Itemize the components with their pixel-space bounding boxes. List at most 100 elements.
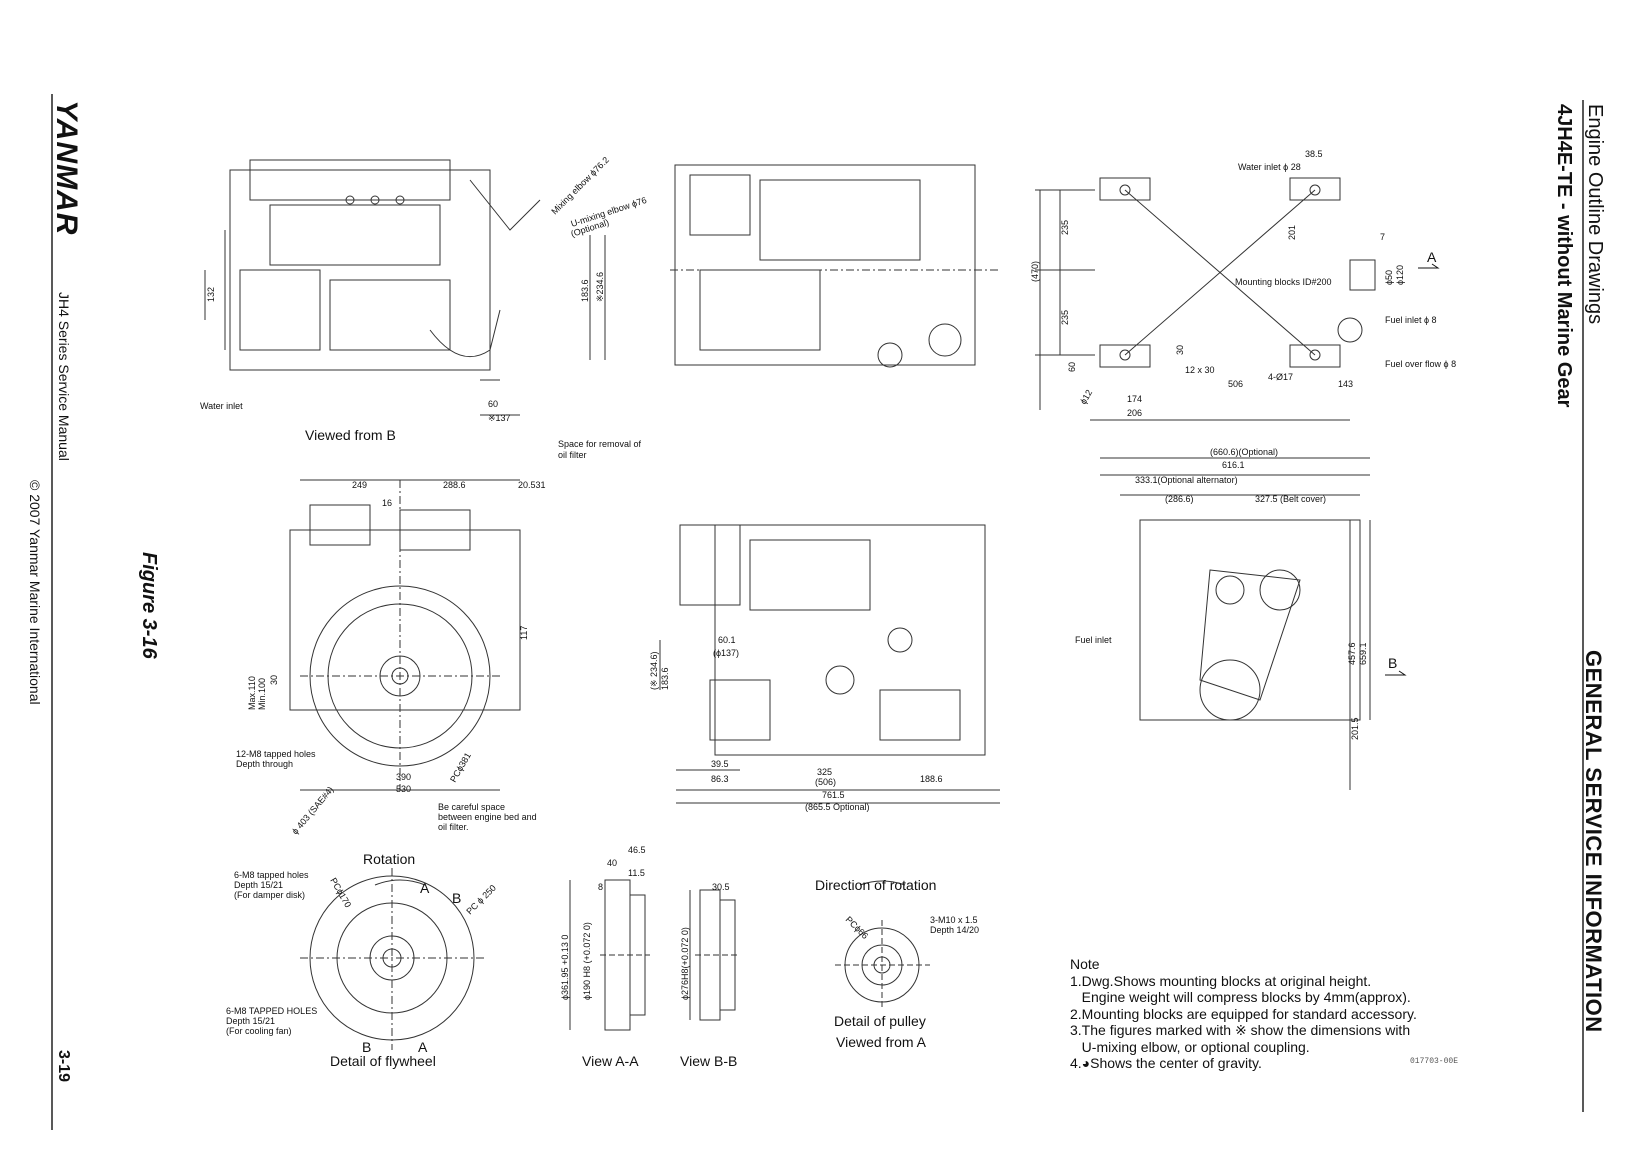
dim-16: 16	[382, 498, 392, 508]
dim-530: 530	[396, 784, 411, 794]
dim-phi361: ϕ361.95 +0.13 0	[560, 935, 570, 1000]
dim-phi137: (ϕ137)	[713, 648, 739, 658]
label-12m8-tapped: 12-M8 tapped holes	[236, 749, 316, 759]
view-aa	[569, 879, 650, 1031]
dim-86-3: 86.3	[711, 774, 729, 784]
dim-143: 143	[1338, 379, 1353, 389]
label-water-inlet-28: Water inlet ϕ 28	[1238, 162, 1301, 172]
caption-rotation: Rotation	[363, 851, 415, 867]
dim-660-6: (660.6)(Optional)	[1210, 447, 1278, 457]
pulley-detail	[835, 880, 930, 1010]
label-careful-3: oil filter.	[438, 822, 469, 832]
dim-4-17: 4-Ø17	[1268, 372, 1293, 382]
label-fuel-overflow: Fuel over flow ϕ 8	[1385, 359, 1456, 369]
dim-201: 201	[1287, 225, 1297, 240]
dim-phi50: ϕ50	[1384, 270, 1394, 285]
dim-234-6-b: (※ 234.6)	[649, 651, 659, 690]
dim-46-5: 46.5	[628, 845, 646, 855]
dim-201-5: 201.5	[1350, 717, 1360, 740]
dim-183-6-b: 183.6	[660, 667, 670, 690]
dim-457-6: 457.6	[1347, 642, 1357, 665]
arrow-a-label: A	[1427, 249, 1437, 265]
dim-235-bottom: 235	[1060, 310, 1070, 325]
label-flywheel-a: A	[420, 880, 430, 896]
label-fuel-inlet: Fuel inlet	[1075, 635, 1112, 645]
dim-616-1: 616.1	[1222, 460, 1245, 470]
label-space-removal: Space for removal of	[558, 439, 642, 449]
label-pc250: PC ϕ 250	[464, 883, 498, 917]
dim-234-6: ※234.6	[595, 272, 605, 302]
dim-60-b: 60	[1067, 362, 1077, 372]
dim-333-1: 333.1(Optional alternator)	[1135, 475, 1238, 485]
dim-phi120: ϕ120	[1395, 265, 1405, 285]
notes-block: Note 1.Dwg.Shows mounting blocks at orig…	[1070, 956, 1417, 1072]
dim-max110: Max.110	[247, 676, 257, 710]
note-line-1: 1.Dwg.Shows mounting blocks at original …	[1070, 972, 1372, 989]
dim-20-531: 20.531	[518, 480, 546, 490]
caption-viewed-from-b: Viewed from B	[305, 427, 396, 443]
dim-12x30: 12 x 30	[1185, 365, 1215, 375]
dim-30-b: 30	[269, 675, 279, 685]
dim-phi12: ϕ12	[1078, 388, 1094, 406]
label-water-inlet: Water inlet	[200, 401, 243, 411]
dim-174: 174	[1127, 394, 1142, 404]
dim-min100: Min.100	[257, 678, 267, 710]
dim-137: ※137	[488, 413, 511, 423]
label-flywheel-b2: B	[362, 1039, 371, 1055]
rear-view-flywheel	[289, 479, 521, 791]
dim-39-5: 39.5	[711, 759, 729, 769]
dim-7: 7	[1380, 232, 1385, 242]
label-mixing-elbow: Mixing elbow ϕ76.2	[549, 155, 611, 217]
dim-235-top: 235	[1060, 220, 1070, 235]
label-6m8-tapped-a: 6-M8 tapped holes	[234, 870, 309, 880]
dim-506: 506	[1228, 379, 1243, 389]
dim-206: 206	[1127, 408, 1142, 418]
dim-8: 8	[598, 882, 603, 892]
dim-phi403: ϕ 403 (SAE#4)	[290, 785, 336, 837]
mounting-plan-view	[1035, 177, 1376, 421]
label-depth-through: Depth through	[236, 759, 293, 769]
label-flywheel-b: B	[452, 890, 461, 906]
dim-325: 325	[817, 767, 832, 777]
note-line-2: Engine weight will compress blocks by 4m…	[1070, 989, 1411, 1005]
caption-view-aa: View A-A	[582, 1053, 639, 1069]
label-damper: (For damper disk)	[234, 890, 305, 900]
label-depth-1521-b: Depth 15/21	[226, 1016, 275, 1026]
dim-60-1: 60.1	[718, 635, 736, 645]
side-view	[659, 524, 1000, 804]
dim-40: 40	[607, 858, 617, 868]
note-line-5: U-mixing elbow, or optional coupling.	[1070, 1038, 1310, 1055]
label-depth-1420: Depth 14/20	[930, 925, 979, 935]
dim-506-b: (506)	[815, 777, 836, 787]
caption-view-bb: View B-B	[680, 1053, 737, 1069]
dim-60: 60	[488, 399, 498, 409]
front-view	[1100, 457, 1371, 790]
dim-470: (470)	[1030, 261, 1040, 282]
dim-659-1: 659.1	[1358, 642, 1368, 665]
dim-286-6: (286.6)	[1165, 494, 1194, 504]
caption-viewed-from-a: Viewed from A	[836, 1034, 927, 1050]
dim-249: 249	[352, 480, 367, 490]
dim-phi190: ϕ190 H8 (+0.072 0)	[582, 922, 592, 1000]
label-6m8-tapped-b: 6-M8 TAPPED HOLES	[226, 1006, 317, 1016]
dim-phi276: ϕ276H8(+0.072 0)	[680, 927, 690, 1000]
label-pc66: PCϕ66	[844, 914, 871, 941]
label-oil-filter: oil filter	[558, 450, 587, 460]
note-line-6: 4.◕Shows the center of gravity.	[1070, 1055, 1262, 1071]
arrow-b-label: B	[1388, 655, 1397, 671]
dim-390: 390	[396, 772, 411, 782]
dim-188-6: 188.6	[920, 774, 943, 784]
label-cooling-fan: (For cooling fan)	[226, 1026, 292, 1036]
dim-38-5: 38.5	[1305, 149, 1323, 159]
label-careful-2: between engine bed and	[438, 812, 537, 822]
notes-heading: Note	[1070, 956, 1100, 972]
flywheel-detail	[300, 868, 485, 1050]
label-flywheel-a2: A	[418, 1039, 428, 1055]
caption-direction-rotation: Direction of rotation	[815, 877, 936, 893]
drawing-number: 017703-00E	[1410, 1057, 1459, 1066]
dim-30: 30	[1175, 345, 1185, 355]
note-line-4: 3.The figures marked with ※ show the dim…	[1070, 1022, 1411, 1038]
side-view-b	[204, 159, 606, 416]
dim-183-6: 183.6	[580, 279, 590, 302]
